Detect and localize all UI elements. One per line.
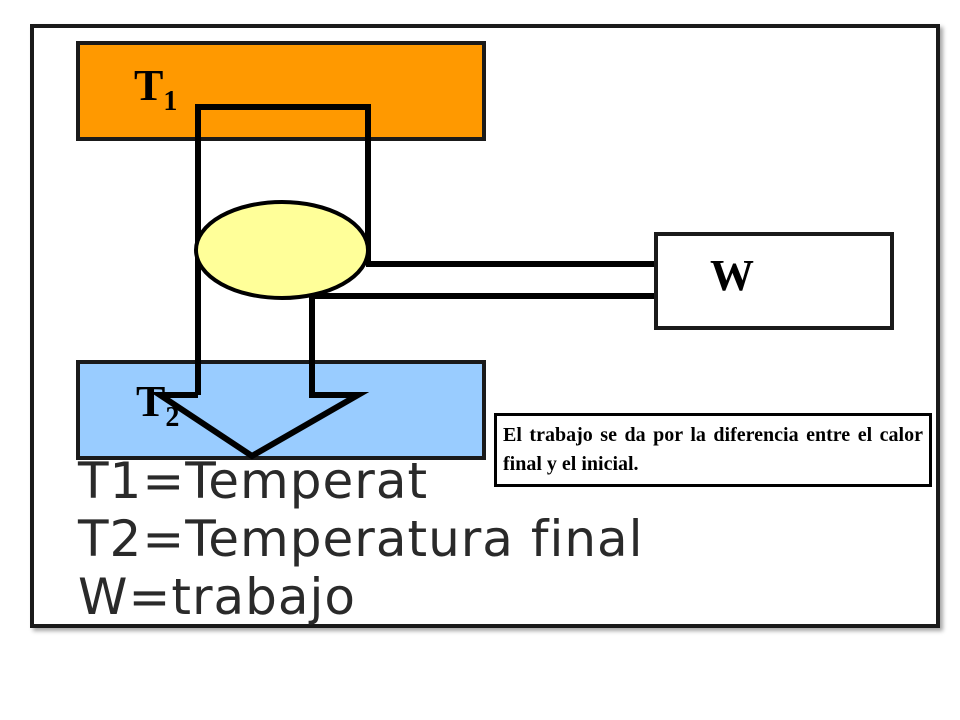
legend-line-w: W=trabajo xyxy=(78,568,356,626)
cold-reservoir-label: T2 xyxy=(136,377,179,433)
legend-line-t2: T2=Temperatura final xyxy=(78,510,644,568)
hot-reservoir-label: T1 xyxy=(134,61,177,117)
work-box xyxy=(654,232,894,330)
cold-reservoir-box xyxy=(76,360,486,460)
legend-line-t1: T1=Temperat xyxy=(78,452,429,510)
legend: T1=Temperat T2=Temperatura final W=traba… xyxy=(78,452,644,626)
engine-circle xyxy=(194,200,370,300)
explanation-note: El trabajo se da por la diferencia entre… xyxy=(494,413,932,487)
work-channel xyxy=(312,261,656,299)
hot-reservoir-box xyxy=(76,41,486,141)
work-label: W xyxy=(710,251,754,300)
